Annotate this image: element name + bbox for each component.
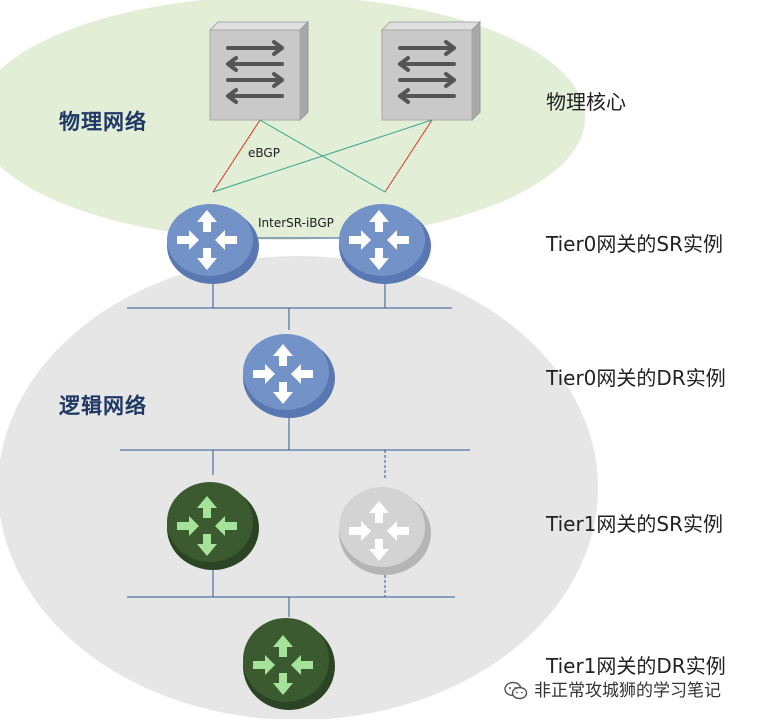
watermark: 非正常攻城狮的学习笔记 [504, 676, 721, 701]
ebgp-link-right [384, 119, 433, 193]
intersr-ibgp-label: InterSR-iBGP [258, 216, 334, 230]
tier1-dr-label: Tier1网关的DR实例 [546, 654, 726, 678]
tier0-sr-router-right [339, 204, 431, 284]
switch-arrows-icon [398, 40, 456, 104]
tier1-sr-router-active [167, 482, 259, 570]
tier0-dr-label: Tier0网关的DR实例 [546, 366, 726, 390]
cross-link-b [212, 119, 433, 193]
tier0-sr-label: Tier0网关的SR实例 [546, 232, 724, 256]
core-label: 物理核心 [546, 90, 626, 114]
logical-network-label: 逻辑网络 [59, 394, 147, 418]
tier1-sr-router-standby [339, 487, 431, 575]
ebgp-link-left [212, 119, 261, 193]
switch-arrows-icon [226, 40, 284, 104]
ebgp-label: eBGP [248, 146, 280, 160]
watermark-text: 非正常攻城狮的学习笔记 [534, 681, 721, 701]
tier0-sr-router-left [167, 204, 259, 284]
tier1-dr-router [243, 618, 335, 710]
physical-network-label: 物理网络 [59, 110, 147, 134]
wechat-icon [504, 681, 528, 700]
tier0-dr-router [243, 334, 335, 418]
core-switch-left [208, 20, 310, 122]
tier1-sr-label: Tier1网关的SR实例 [546, 512, 724, 536]
logical-network-zone [0, 256, 598, 720]
core-switch-right [380, 20, 482, 122]
